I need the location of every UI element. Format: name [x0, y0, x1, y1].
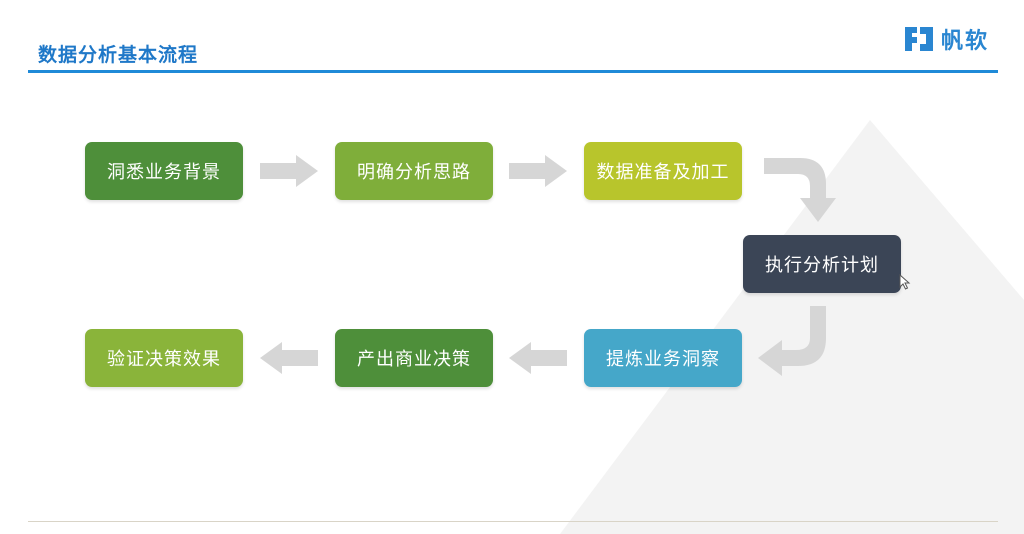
- arrow-curve-down-1: [764, 158, 836, 222]
- flow-step-understand-business: 洞悉业务背景: [85, 142, 243, 200]
- arrow-curve-down-2: [758, 306, 826, 376]
- flow-step-define-approach: 明确分析思路: [335, 142, 493, 200]
- flow-step-data-preparation: 数据准备及加工: [584, 142, 742, 200]
- arrow-left-2: [260, 342, 318, 374]
- bottom-divider: [28, 521, 998, 522]
- brand-name: 帆软: [941, 29, 990, 54]
- flow-step-label: 提炼业务洞察: [606, 349, 720, 370]
- arrow-right-1: [260, 155, 318, 187]
- flow-step-label: 洞悉业务背景: [107, 162, 221, 183]
- flow-step-execute-plan: 执行分析计划: [743, 235, 901, 293]
- flow-step-extract-insights: 提炼业务洞察: [584, 329, 742, 387]
- flow-step-label: 验证决策效果: [107, 349, 221, 370]
- flow-step-label: 执行分析计划: [765, 255, 879, 276]
- brand-logo: 帆软: [903, 22, 989, 56]
- title-divider: [28, 70, 998, 73]
- flow-step-business-decision: 产出商业决策: [335, 329, 493, 387]
- flow-step-label: 明确分析思路: [357, 162, 471, 183]
- mouse-cursor-icon: [899, 274, 911, 290]
- page-title: 数据分析基本流程: [38, 44, 199, 66]
- fanruan-logo-icon: [905, 27, 933, 51]
- arrow-left-1: [509, 342, 567, 374]
- arrow-right-2: [509, 155, 567, 187]
- flow-step-label: 产出商业决策: [357, 349, 471, 370]
- flow-step-verify-effect: 验证决策效果: [85, 329, 243, 387]
- flow-step-label: 数据准备及加工: [596, 162, 730, 183]
